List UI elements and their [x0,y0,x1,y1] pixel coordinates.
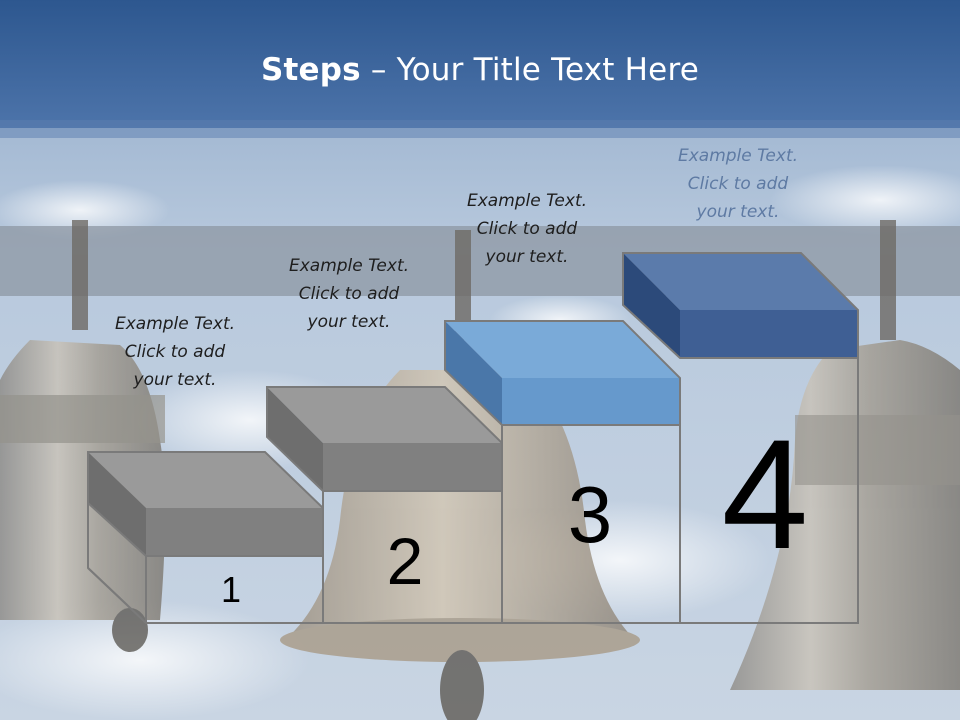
step-4-block[interactable] [622,252,859,359]
step-3-caption-line-3: your text. [485,247,569,267]
step-4-caption-line-3: your text. [696,202,780,222]
step-2-caption-line-2: Click to add [298,284,400,304]
slide-title[interactable]: Steps – Your Title Text Here [0,52,960,88]
step-2-number: 2 [386,524,424,598]
step-1-block[interactable] [87,451,324,557]
step-3-caption-line-1: Example Text. [466,191,588,211]
step-1-caption-line-3: your text. [133,370,217,390]
step-1-caption[interactable]: Example Text. Click to add your text. [75,310,275,394]
title-bold: Steps [260,52,361,88]
step-4-caption[interactable]: Example Text. Click to add your text. [638,142,838,226]
step-4-caption-line-2: Click to add [687,174,789,194]
step-1-number: 1 [220,569,242,610]
step-2-caption[interactable]: Example Text. Click to add your text. [249,252,449,336]
step-2-caption-line-1: Example Text. [288,256,410,276]
title-rest: – Your Title Text Here [360,52,699,88]
step-3-caption[interactable]: Example Text. Click to add your text. [427,187,627,271]
step-2-block[interactable] [266,386,503,492]
step-4-caption-line-1: Example Text. [677,146,799,166]
step-1-caption-line-1: Example Text. [114,314,236,334]
step-1-caption-line-2: Click to add [124,342,226,362]
step-3-block[interactable] [444,320,681,426]
step-3-caption-line-2: Click to add [476,219,578,239]
step-4-number: 4 [721,408,809,582]
step-2-caption-line-3: your text. [307,312,391,332]
step-3-number: 3 [567,470,613,559]
